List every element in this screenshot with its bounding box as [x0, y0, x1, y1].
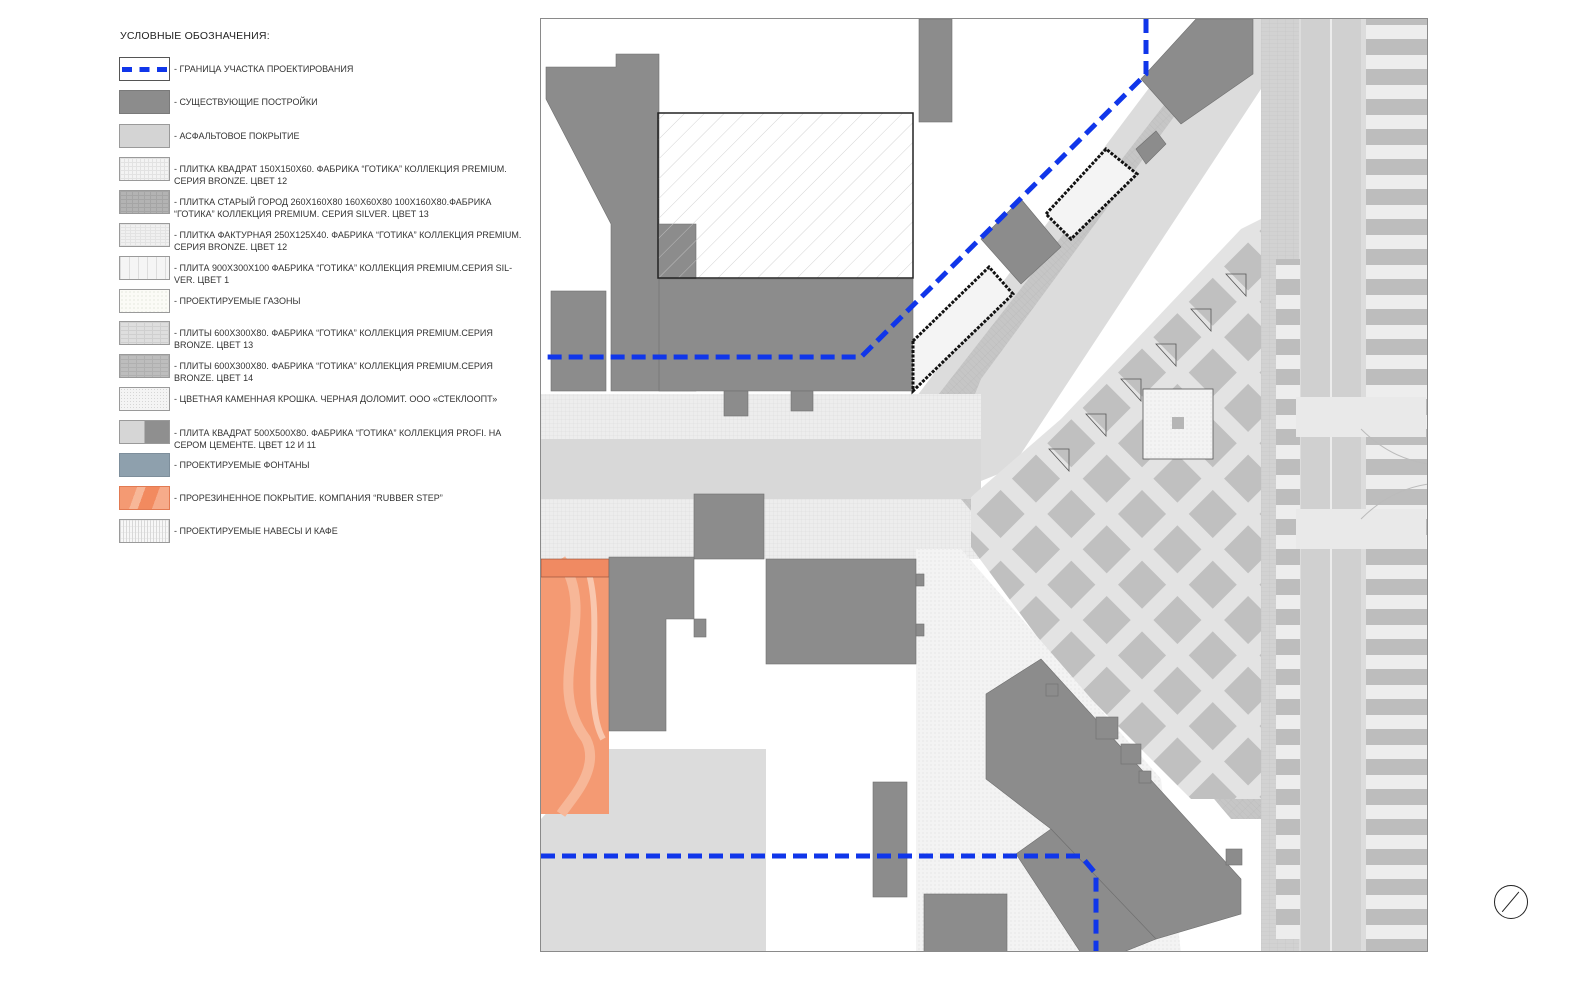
asphalt-swatch	[119, 124, 170, 148]
existing-buildings-swatch	[119, 90, 170, 114]
canopies-swatch	[119, 519, 170, 543]
tile-old-town-swatch	[119, 190, 170, 214]
tile-textured-swatch	[119, 223, 170, 247]
north-arrow-icon	[1494, 885, 1528, 919]
legend-label: - ПЛИТКА СТАРЫЙ ГОРОД 260Х160Х80 160Х60Х…	[174, 197, 492, 219]
legend-label: - ПЛИТЫ 600Х300Х80. ФАБРИКА “ГОТИКА” КОЛ…	[174, 361, 493, 383]
legend-title: УСЛОВНЫЕ ОБОЗНАЧЕНИЯ:	[120, 30, 270, 42]
legend-label: - ГРАНИЦА УЧАСТКА ПРОЕКТИРОВАНИЯ	[174, 64, 354, 74]
plate-600-13-swatch	[119, 321, 170, 345]
site-plan-drawing	[541, 19, 1427, 951]
rubber-swatch	[119, 486, 170, 510]
legend-label: - ПЛИТЫ 600Х300Х80. ФАБРИКА “ГОТИКА” КОЛ…	[174, 328, 493, 350]
fountains-swatch	[119, 453, 170, 477]
legend-label: - ПРОЕКТИРУЕМЫЕ ФОНТАНЫ	[174, 460, 310, 470]
tile-150-swatch	[119, 157, 170, 181]
plate-square-500-swatch	[119, 420, 170, 444]
legend-label: - ЦВЕТНАЯ КАМЕННАЯ КРОШКА. ЧЕРНАЯ ДОЛОМИ…	[174, 394, 498, 404]
stone-chips-swatch	[119, 387, 170, 411]
legend: УСЛОВНЫЕ ОБОЗНАЧЕНИЯ: - ГРАНИЦА УЧАСТКА …	[0, 0, 540, 999]
legend-label: - ПРОЕКТИРУЕМЫЕ ГАЗОНЫ	[174, 296, 301, 306]
site-plan	[540, 18, 1428, 952]
legend-label: - ПЛИТА КВАДРАТ 500Х500Х80. ФАБРИКА “ГОТ…	[174, 428, 502, 450]
lawn-swatch	[119, 289, 170, 313]
legend-label: - АСФАЛЬТОВОЕ ПОКРЫТИЕ	[174, 131, 300, 141]
plate-600-14-swatch	[119, 354, 170, 378]
boundary-swatch	[119, 57, 170, 81]
legend-label: - ПРОЕКТИРУЕМЫЕ НАВЕСЫ И КАФЕ	[174, 526, 338, 536]
legend-label: - ПЛИТА 900Х300Х100 ФАБРИКА “ГОТИКА” КОЛ…	[174, 263, 513, 285]
legend-label: - СУЩЕСТВУЮЩИЕ ПОСТРОЙКИ	[174, 97, 318, 107]
legend-label: - ПЛИТКА ФАКТУРНАЯ 250Х125Х40. ФАБРИКА “…	[174, 230, 522, 252]
legend-label: - ПЛИТКА КВАДРАТ 150Х150Х60. ФАБРИКА “ГО…	[174, 164, 507, 186]
legend-label: - ПРОРЕЗИНЕННОЕ ПОКРЫТИЕ. КОМПАНИЯ “RUBB…	[174, 493, 443, 503]
plate-900-swatch	[119, 256, 170, 280]
